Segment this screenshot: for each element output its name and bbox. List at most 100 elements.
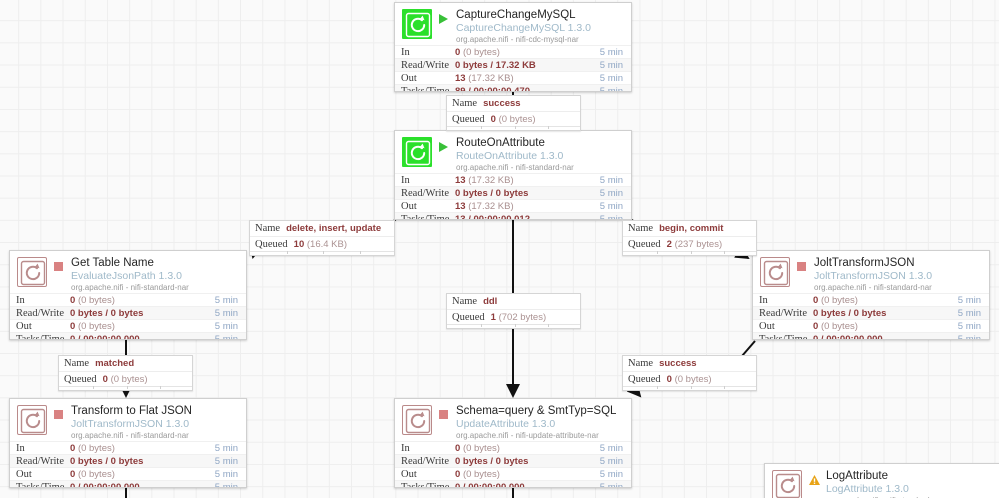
stat-time-in: 5 min — [957, 294, 981, 306]
processor-name: Schema=query & SmtTyp=SQL — [456, 405, 617, 417]
stop-square-icon[interactable] — [54, 410, 63, 419]
stat-value-out: 13 (17.32 KB) — [455, 200, 514, 212]
stat-value-in: 0 (0 bytes) — [813, 294, 858, 306]
stat-label-out: Out — [759, 320, 775, 332]
processor-bundle: org.apache.nifi - nifi-standard-nar — [71, 431, 189, 440]
processor-status-indicator[interactable] — [439, 410, 448, 419]
processor-icon — [402, 405, 432, 435]
stat-label-rw: Read/Write — [759, 307, 807, 319]
processor-icon — [760, 257, 790, 287]
play-triangle-icon[interactable] — [439, 14, 448, 24]
stat-label-rw: Read/Write — [401, 455, 449, 467]
processor-status-indicator[interactable] — [797, 262, 806, 271]
processor-status-indicator[interactable] — [439, 14, 448, 24]
stat-time-in: 5 min — [599, 442, 623, 454]
stat-label-rw: Read/Write — [16, 307, 64, 319]
play-triangle-icon[interactable] — [439, 142, 448, 152]
stat-value-out: 0 (0 bytes) — [70, 320, 115, 332]
connection-queue-gauge — [447, 324, 580, 328]
stat-label-task: Tasks/Time — [16, 333, 65, 340]
stat-label-out: Out — [16, 468, 32, 480]
processor-type: JoltTransformJSON 1.3.0 — [814, 270, 933, 282]
processor-icon — [772, 470, 802, 498]
stat-label-rw: Read/Write — [401, 59, 449, 71]
stat-time-task: 5 min — [599, 213, 623, 220]
stat-label-in: In — [401, 174, 410, 186]
processor-status-indicator[interactable] — [54, 262, 63, 271]
connection-queued-key: Queued — [255, 238, 288, 250]
stat-value-in: 0 (0 bytes) — [455, 46, 500, 58]
stat-label-in: In — [401, 442, 410, 454]
stat-label-task: Tasks/Time — [759, 333, 808, 340]
stat-time-in: 5 min — [214, 294, 238, 306]
stat-label-task: Tasks/Time — [401, 213, 450, 220]
stat-time-out: 5 min — [599, 200, 623, 212]
stat-value-in: 13 (17.32 KB) — [455, 174, 514, 186]
stop-square-icon[interactable] — [797, 262, 806, 271]
warning-triangle-icon[interactable] — [809, 475, 820, 485]
stat-time-task: 5 min — [599, 85, 623, 92]
stat-time-rw: 5 min — [957, 307, 981, 319]
stat-label-task: Tasks/Time — [401, 85, 450, 92]
connection-queued-key: Queued — [628, 238, 661, 250]
stat-row-in: In 0 (0 bytes) 5 min — [10, 293, 246, 306]
connection-queue-gauge — [447, 126, 580, 130]
stop-square-icon[interactable] — [54, 262, 63, 271]
stat-value-in: 0 (0 bytes) — [70, 294, 115, 306]
connection-queued-key: Queued — [628, 373, 661, 385]
processor-status-indicator[interactable] — [439, 142, 448, 152]
processor-bundle: org.apache.nifi - nifi-update-attribute-… — [456, 431, 599, 440]
stat-value-task: 89 / 00:00:00.470 — [455, 85, 531, 92]
connection-queue-gauge — [59, 386, 192, 390]
processor-type: RouteOnAttribute 1.3.0 — [456, 150, 564, 162]
stat-time-rw: 5 min — [214, 307, 238, 319]
link-jolt-to-success[interactable] — [741, 340, 756, 357]
stat-label-in: In — [16, 294, 25, 306]
processor-type: LogAttribute 1.3.0 — [826, 483, 909, 495]
stat-time-rw: 5 min — [599, 59, 623, 71]
connection-name-key: Name — [628, 358, 654, 369]
stat-label-in: In — [16, 442, 25, 454]
stop-square-icon[interactable] — [439, 410, 448, 419]
processor-status-indicator[interactable] — [54, 410, 63, 419]
processor-status-indicator[interactable] — [809, 475, 820, 485]
connection-queued-value: 2 (237 bytes) — [666, 238, 723, 250]
stat-value-out: 0 (0 bytes) — [455, 468, 500, 480]
connection-name-value: ddl — [483, 296, 498, 307]
stat-value-task: 0 / 00:00:00.000 — [70, 333, 140, 340]
